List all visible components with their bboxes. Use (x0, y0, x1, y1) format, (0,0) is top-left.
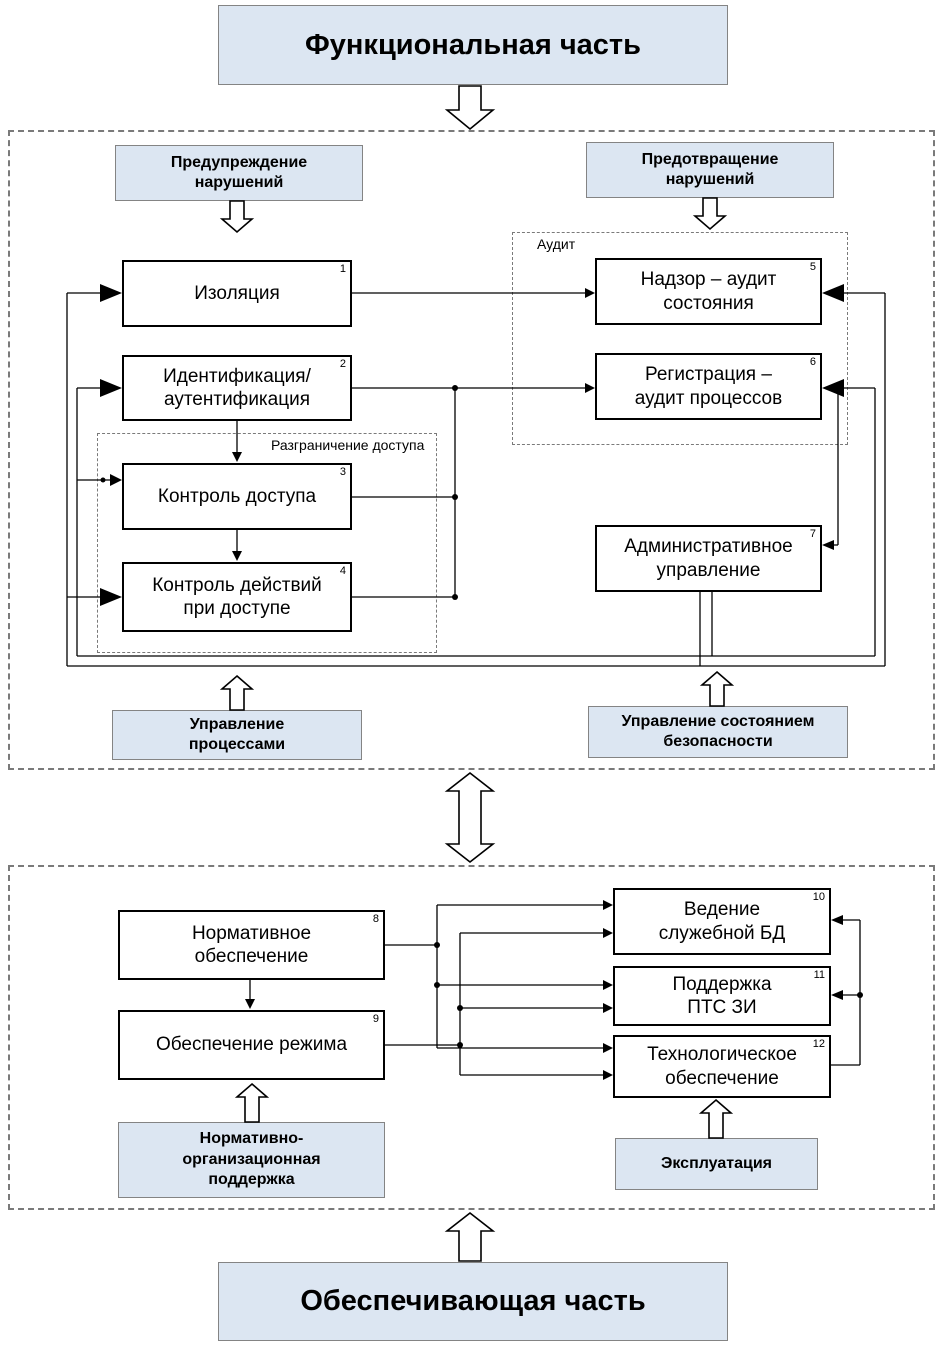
block-administrative-label: Административное управление (624, 536, 793, 581)
block-supervision-number: 5 (809, 261, 816, 273)
block-registration-label: Регистрация – аудит процессов (634, 364, 783, 409)
block-registration-process-audit: 6 Регистрация – аудит процессов (595, 353, 822, 420)
block-pts-zi-support: 11 Поддержка ПТС ЗИ (613, 966, 831, 1026)
group-access-delimitation-label: Разграничение доступа (268, 437, 428, 453)
banner-supporting-part-label: Обеспечивающая часть (300, 1285, 646, 1317)
block-identification-authentication: 2 Идентификация/ аутентификация (122, 355, 352, 421)
label-prevention-of-violations: Предотвращение нарушений (586, 142, 834, 198)
block-service-db-label: Ведение служебной БД (658, 899, 786, 944)
label-security-state-management: Управление состоянием безопасности (588, 706, 848, 758)
group-access-delimitation (97, 433, 437, 653)
block-isolation: 1 Изоляция (122, 260, 352, 327)
banner-supporting-part: Обеспечивающая часть (218, 1262, 728, 1341)
block-isolation-label: Изоляция (194, 282, 280, 304)
block-isolation-number: 1 (339, 263, 346, 275)
block-access-control-label: Контроль доступа (157, 485, 317, 507)
block-pts-zi-number: 11 (813, 969, 825, 981)
block-pts-zi-label: Поддержка ПТС ЗИ (672, 973, 772, 1018)
group-audit-label: Аудит (534, 236, 579, 252)
block-normative-support: 8 Нормативное обеспечение (118, 910, 385, 980)
block-service-db: 10 Ведение служебной БД (613, 888, 831, 955)
block-access-control: 3 Контроль доступа (122, 463, 352, 530)
block-access-actions-number: 4 (339, 565, 346, 577)
label-warning-of-violations: Предупреждение нарушений (115, 145, 363, 201)
block-registration-number: 6 (809, 356, 816, 368)
block-technological-number: 12 (812, 1038, 825, 1050)
block-identification-label: Идентификация/ аутентификация (163, 365, 311, 410)
arrow-supporting-to-section-icon (444, 1211, 496, 1262)
group-audit (512, 232, 848, 445)
block-service-db-number: 10 (812, 891, 825, 903)
arrow-sections-double-icon (444, 771, 496, 864)
banner-functional-part: Функциональная часть (218, 5, 728, 85)
arrow-functional-to-section-icon (444, 85, 496, 131)
block-administrative-number: 7 (809, 528, 816, 540)
block-access-actions-control: 4 Контроль действий при доступе (122, 562, 352, 632)
functional-section-frame (8, 130, 935, 770)
label-normative-org-support: Нормативно- организационная поддержка (118, 1122, 385, 1198)
support-section-frame (8, 865, 935, 1210)
label-operation: Эксплуатация (615, 1138, 818, 1190)
block-normative-label: Нормативное обеспечение (191, 922, 312, 967)
block-administrative-management: 7 Административное управление (595, 525, 822, 592)
block-supervision-label: Надзор – аудит состояния (640, 269, 777, 314)
banner-functional-part-label: Функциональная часть (305, 28, 641, 61)
block-normative-number: 8 (372, 913, 379, 925)
label-process-management: Управление процессами (112, 710, 362, 760)
block-regime-label: Обеспечение режима (155, 1034, 348, 1056)
block-regime-number: 9 (372, 1013, 379, 1025)
block-regime-support: 9 Обеспечение режима (118, 1010, 385, 1080)
block-technological-support: 12 Технологическое обеспечение (613, 1035, 831, 1098)
block-technological-label: Технологическое обеспечение (647, 1044, 797, 1089)
block-access-actions-label: Контроль действий при доступе (152, 574, 322, 619)
block-identification-number: 2 (339, 358, 346, 370)
block-supervision-state-audit: 5 Надзор – аудит состояния (595, 258, 822, 325)
block-access-control-number: 3 (339, 466, 346, 478)
